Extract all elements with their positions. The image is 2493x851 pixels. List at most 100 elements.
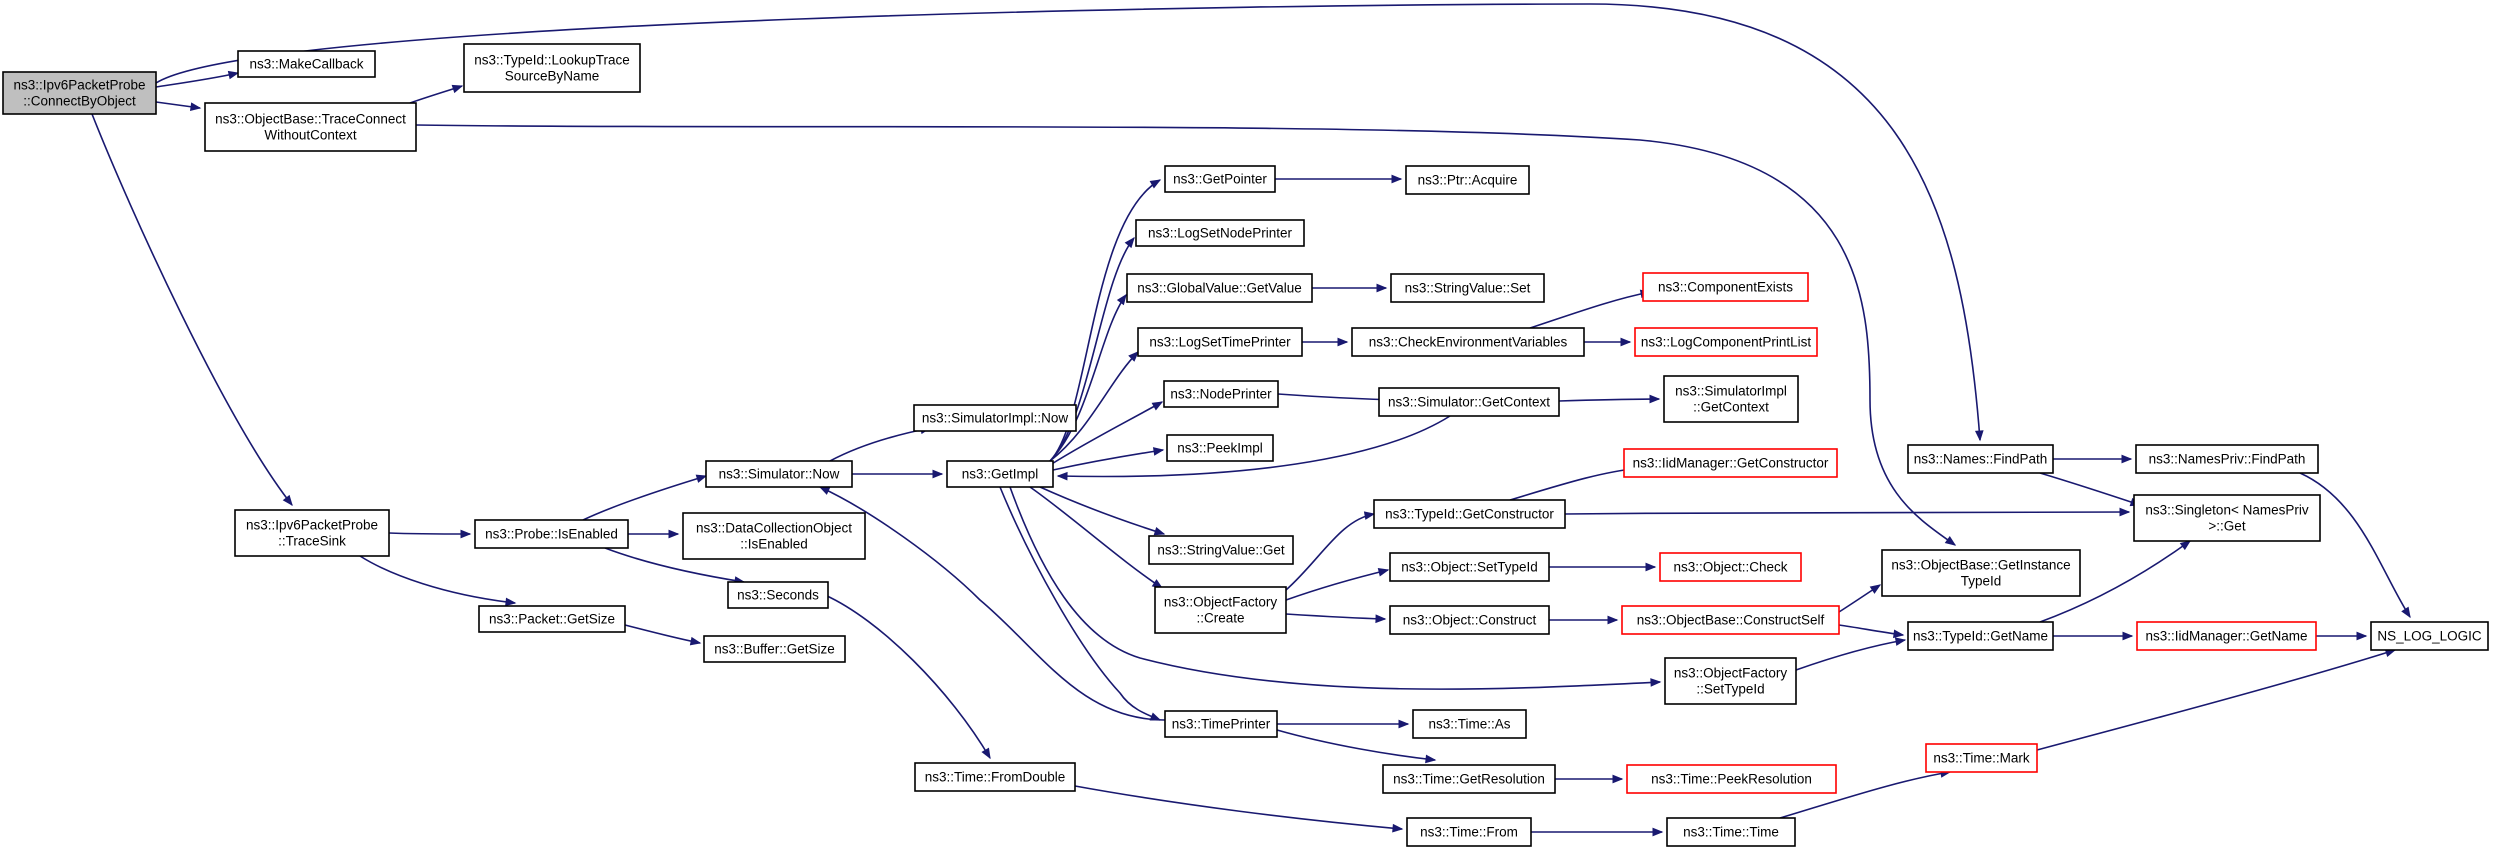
node-checkenv[interactable]: ns3::CheckEnvironmentVariables — [1351, 327, 1585, 357]
node-simgetctx[interactable]: ns3::Simulator::GetContext — [1378, 387, 1560, 417]
arrowhead-icon — [932, 469, 944, 479]
arrowhead-icon — [2401, 606, 2411, 619]
node-simimplnow[interactable]: ns3::SimulatorImpl::Now — [913, 404, 1077, 432]
node-logsetnode[interactable]: ns3::LogSetNodePrinter — [1135, 219, 1305, 247]
node-box — [1881, 549, 2081, 597]
node-getimpl[interactable]: ns3::GetImpl — [946, 460, 1054, 488]
node-label: ns3::TypeId::LookupTrace — [474, 53, 630, 68]
arrowhead-icon — [981, 747, 991, 760]
arrowhead-icon — [1612, 774, 1624, 784]
node-iidgetname[interactable]: ns3::IidManager::GetName — [2136, 621, 2317, 651]
node-timeprinter[interactable]: ns3::TimePrinter — [1164, 710, 1278, 738]
arrowhead-icon — [1153, 526, 1166, 536]
edge-line — [1529, 291, 1651, 329]
arrowhead-icon — [1391, 174, 1403, 184]
edge-timeprinter-to-timegetres — [1276, 729, 1437, 764]
node-tidgetname[interactable]: ns3::TypeId::GetName — [1907, 621, 2054, 651]
node-objcheck[interactable]: ns3::Object::Check — [1659, 552, 1802, 582]
node-pktsize[interactable]: ns3::Packet::GetSize — [478, 605, 626, 633]
node-box — [1907, 621, 2054, 651]
node-timegetres[interactable]: ns3::Time::GetResolution — [1382, 764, 1556, 794]
node-box — [1623, 448, 1838, 478]
node-box — [914, 762, 1076, 792]
arrowhead-icon — [1425, 754, 1437, 764]
node-svget[interactable]: ns3::StringValue::Get — [1148, 535, 1294, 565]
edge-line — [1049, 294, 1127, 462]
node-timepeekres[interactable]: ns3::Time::PeekResolution — [1626, 764, 1837, 794]
node-seconds[interactable]: ns3::Seconds — [727, 581, 829, 609]
node-obconstructself[interactable]: ns3::ObjectBase::ConstructSelf — [1621, 605, 1840, 635]
node-dcoenabled[interactable]: ns3::DataCollectionObject::IsEnabled — [682, 512, 866, 560]
node-ofcreate[interactable]: ns3::ObjectFactory::Create — [1154, 586, 1287, 634]
node-nodeprinter[interactable]: ns3::NodePrinter — [1163, 380, 1279, 408]
node-box — [1389, 605, 1550, 635]
edge-getimpl-to-logsettime — [1049, 351, 1139, 462]
node-iidgetctor[interactable]: ns3::IidManager::GetConstructor — [1623, 448, 1838, 478]
node-label: ns3::SimulatorImpl — [1675, 384, 1787, 399]
edge-pktsize-to-bufsize — [624, 624, 702, 646]
node-timetime[interactable]: ns3::Time::Time — [1666, 817, 1796, 847]
node-timemark[interactable]: ns3::Time::Mark — [1925, 743, 2038, 773]
edge-objsettid-to-objcheck — [1549, 562, 1657, 572]
node-box — [1164, 710, 1278, 738]
node-box — [703, 635, 846, 663]
node-peekimpl[interactable]: ns3::PeekImpl — [1166, 434, 1274, 462]
node-singleton[interactable]: ns3::Singleton< NamesPriv >::Get — [2133, 494, 2321, 542]
node-tidgetctor[interactable]: ns3::TypeId::GetConstructor — [1373, 499, 1566, 529]
node-simimplgetctx[interactable]: ns3::SimulatorImpl::GetContext — [1663, 375, 1799, 423]
node-label: ns3::Time::Mark — [1933, 751, 2030, 766]
node-getpointer[interactable]: ns3::GetPointer — [1164, 165, 1276, 193]
edge-getimpl-to-getpointer — [1049, 179, 1162, 462]
node-root[interactable]: ns3::Ipv6PacketProbe::ConnectByObject — [2, 71, 157, 115]
node-namesfind[interactable]: ns3::Names::FindPath — [1907, 444, 2054, 474]
node-ptracquire[interactable]: ns3::Ptr::Acquire — [1405, 165, 1530, 195]
edge-getimpl-to-peekimpl — [1052, 447, 1165, 471]
node-tracesink[interactable]: ns3::Ipv6PacketProbe::TraceSink — [234, 509, 390, 557]
node-nslog[interactable]: NS_LOG_LOGIC — [2370, 621, 2489, 651]
node-timefrom[interactable]: ns3::Time::From — [1406, 817, 1532, 847]
node-makecb[interactable]: ns3::MakeCallback — [237, 50, 376, 78]
node-box — [234, 509, 390, 557]
edge-tidgetctor-to-iidgetctor — [1509, 464, 1642, 501]
node-logcompprint[interactable]: ns3::LogComponentPrintList — [1634, 327, 1818, 357]
node-box — [727, 581, 829, 609]
arrowhead-icon — [227, 70, 240, 80]
edge-line — [1564, 511, 2130, 515]
edge-checkenv-to-compexists — [1529, 289, 1652, 329]
arrowhead-icon — [505, 597, 517, 607]
node-label: ns3::TimePrinter — [1172, 717, 1271, 732]
node-label: ns3::ObjectFactory — [1164, 595, 1278, 610]
edge-line — [2299, 472, 2411, 618]
edge-line — [999, 486, 1161, 721]
edge-line — [388, 532, 471, 535]
node-box — [1154, 586, 1287, 634]
node-objsettid[interactable]: ns3::Object::SetTypeId — [1389, 552, 1550, 582]
arrowhead-icon — [1152, 447, 1165, 456]
node-bufsize[interactable]: ns3::Buffer::GetSize — [703, 635, 846, 663]
node-box — [1389, 552, 1550, 582]
node-simnow[interactable]: ns3::Simulator::Now — [705, 460, 853, 488]
arrowhead-icon — [1649, 394, 1661, 404]
edge-seconds-to-fromdouble — [824, 594, 991, 760]
node-timeas[interactable]: ns3::Time::As — [1412, 709, 1527, 739]
node-fromdouble[interactable]: ns3::Time::FromDouble — [914, 762, 1076, 792]
node-objconstruct[interactable]: ns3::Object::Construct — [1389, 605, 1550, 635]
edge-gvgetvalue-to-svset — [1312, 283, 1388, 293]
edge-fromdouble-to-timefrom — [1074, 785, 1404, 833]
edge-line — [1558, 398, 1660, 402]
node-ofsettid[interactable]: ns3::ObjectFactory::SetTypeId — [1664, 657, 1797, 705]
node-label: ns3::Time::From — [1420, 825, 1518, 840]
node-svset[interactable]: ns3::StringValue::Set — [1390, 273, 1545, 303]
node-tracecon[interactable]: ns3::ObjectBase::TraceConnectWithoutCont… — [204, 102, 417, 152]
node-gvgetvalue[interactable]: ns3::GlobalValue::GetValue — [1126, 273, 1313, 303]
node-namesprivfind[interactable]: ns3::NamesPriv::FindPath — [2135, 444, 2319, 474]
edge-timefrom-to-timetime — [1530, 827, 1664, 837]
node-compexists[interactable]: ns3::ComponentExists — [1642, 272, 1809, 302]
node-isenabled[interactable]: ns3::Probe::IsEnabled — [474, 519, 629, 549]
node-label: ns3::TypeId::GetName — [1913, 629, 2048, 644]
arrowhead-icon — [451, 84, 464, 94]
node-logsettime[interactable]: ns3::LogSetTimePrinter — [1137, 327, 1303, 357]
node-box — [478, 605, 626, 633]
